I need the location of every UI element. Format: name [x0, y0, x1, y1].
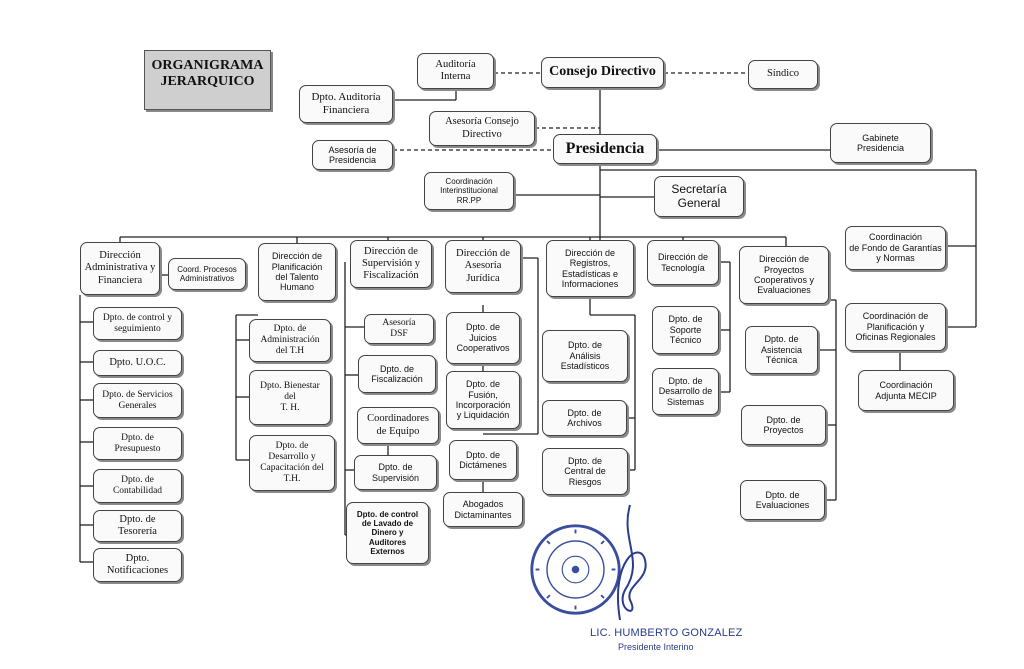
direccion-talento-box: Dirección de Planificación del Talento H…: [258, 243, 336, 301]
dept-central-riesgos: Dpto. de Central de Riesgos: [542, 448, 628, 495]
direccion-administrativa-box: Dirección Administrativa y Financiera: [80, 242, 160, 295]
coord-procesos-box: Coord. Procesos Administrativos: [168, 258, 246, 290]
gabinete-presidencia-box: Gabinete Presidencia: [830, 123, 931, 163]
direccion-registros-box: Dirección de Registros, Estadísticas e I…: [546, 240, 634, 297]
dept-analisis-estadisticos: Dpto. de Análisis Estadísticos: [542, 330, 628, 382]
dept-control-seguimiento: Dpto. de control y seguimiento: [93, 307, 182, 340]
signer-name: LIC. HUMBERTO GONZALEZ: [590, 627, 743, 639]
dept-proyectos: Dpto. de Proyectos: [741, 405, 826, 445]
sindico-box: Síndico: [748, 60, 818, 89]
dept-desarrollo-capacitacion: Dpto. de Desarrollo y Capacitación del T…: [249, 435, 335, 491]
dept-juicios-cooperativos: Dpto. de Juicios Cooperativos: [446, 312, 520, 364]
dept-administracion-th: Dpto. de Administración del T.H: [249, 319, 331, 362]
dept-supervision: Dpto. de Supervisión: [354, 455, 437, 490]
dpto-auditoria-financiera-box: Dpto. Auditoría Financiera: [299, 85, 393, 123]
dept-contabilidad: Dpto. de Contabilidad: [93, 469, 182, 503]
signer-role: Presidente Interino: [618, 642, 694, 652]
handwritten-signature: [617, 504, 647, 621]
consejo-directivo-box: Consejo Directivo: [541, 57, 664, 88]
chart-title: ORGANIGRAMA JERARQUICO: [144, 50, 271, 110]
asesoria-consejo-box: Asesoría Consejo Directivo: [429, 111, 535, 146]
dept-notificaciones: Dpto. Notificaciones: [93, 548, 182, 582]
auditoria-interna-box: Auditoría Interna: [417, 53, 494, 89]
direccion-supervision-box: Dirección de Supervisión y Fiscalización: [350, 240, 432, 288]
dept-uoc: Dpto. U.O.C.: [93, 350, 182, 376]
coordinadores-equipo: Coordinadores de Equipo: [357, 407, 439, 444]
abogados-dictaminantes: Abogados Dictaminantes: [443, 492, 523, 527]
dept-evaluaciones: Dpto. de Evaluaciones: [740, 480, 825, 520]
direccion-asesoria-juridica-box: Dirección de Asesoría Jurídica: [445, 240, 521, 293]
dept-tesoreria: Dpto. de Tesorería: [93, 510, 182, 542]
dept-soporte-tecnico: Dpto. de Soporte Técnico: [652, 306, 719, 354]
official-seal: [530, 524, 621, 615]
dept-asistencia-tecnica: Dpto. de Asistencia Técnica: [745, 326, 818, 374]
dept-asesoria-dsf: Asesoría DSF: [364, 314, 434, 344]
secretaria-general-box: Secretaría General: [654, 176, 744, 217]
dept-bienestar-th: Dpto. Bienestar del T. H.: [249, 370, 331, 425]
dept-fiscalizacion: Dpto. de Fiscalización: [358, 355, 436, 393]
coordinacion-mecip-box: Coordinación Adjunta MECIP: [858, 370, 954, 411]
presidencia-box: Presidencia: [553, 134, 657, 164]
dept-fusion-incorporacion: Dpto. de Fusión, Incorporación y Liquida…: [446, 371, 520, 429]
direccion-tecnologia-box: Dirección de Tecnología: [647, 240, 719, 285]
dept-desarrollo-sistemas: Dpto. de Desarrollo de Sistemas: [652, 368, 719, 415]
coordinacion-fondo-box: Coordinación de Fondo de Garantías y Nor…: [845, 226, 946, 270]
asesoria-presidencia-box: Asesoría de Presidencia: [312, 140, 393, 170]
dept-servicios-generales: Dpto. de Servicios Generales: [93, 383, 182, 418]
direccion-proyectos-box: Dirección de Proyectos Cooperativos y Ev…: [739, 246, 829, 304]
coordinacion-planificacion-box: Coordinación de Planificación y Oficinas…: [845, 303, 946, 351]
dept-archivos: Dpto. de Archivos: [542, 400, 627, 436]
dept-control-lavado: Dpto. de control de Lavado de Dinero y A…: [346, 502, 429, 564]
dept-presupuesto: Dpto. de Presupuesto: [93, 427, 182, 460]
dept-dictamenes: Dpto. de Dictámenes: [449, 440, 517, 480]
coordinacion-interinstitucional-box: Coordinación Interinstitucional RR.PP: [424, 172, 514, 210]
